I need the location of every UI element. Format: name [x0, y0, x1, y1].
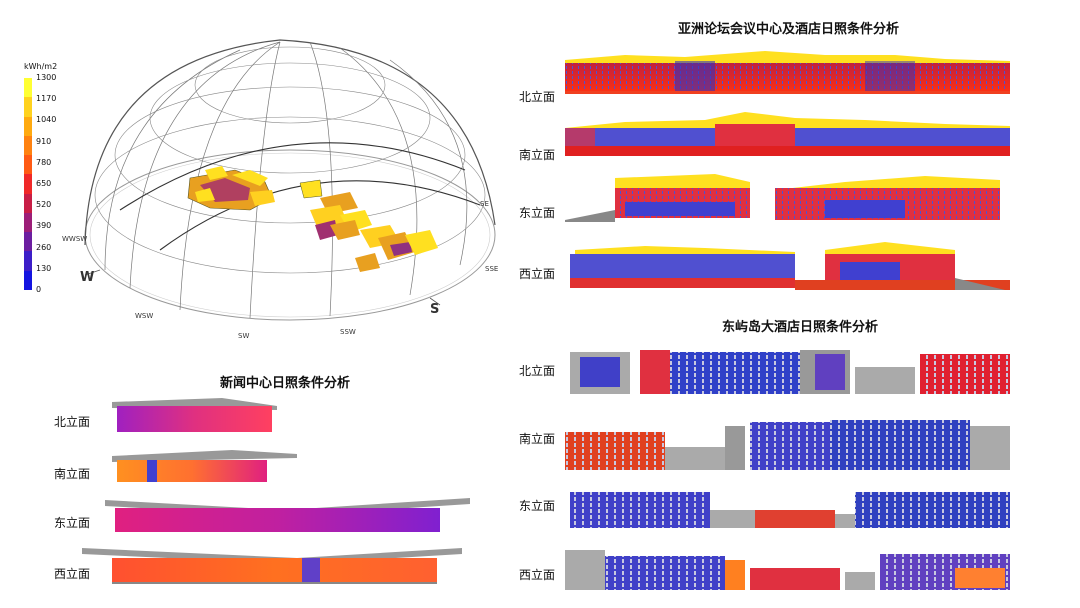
sky-dome-svg [84, 39, 496, 321]
legend-tick-label: 0 [36, 285, 42, 294]
compass-s: S [430, 302, 440, 317]
dongyu-west-elevation [565, 546, 1015, 590]
sun-dome-diagram: W S WWSW WSW SW SSW SSE SE [10, 20, 510, 340]
legend-tick-label: 910 [36, 136, 52, 146]
dongyu-south-elevation [565, 412, 1015, 470]
legend-tick-label: 1040 [36, 115, 57, 125]
news-east-label: 东立面 [54, 516, 91, 530]
dongyu-west-label: 西立面 [519, 568, 556, 582]
dongyu-north-elevation [565, 342, 1015, 397]
news-south-elevation [112, 450, 302, 484]
news-south-label: 南立面 [54, 467, 91, 481]
dongyu-title: 东屿岛大酒店日照条件分析 [722, 320, 879, 335]
legend-tick-label: 520 [36, 200, 52, 210]
compass-ssw: SSW [340, 328, 356, 336]
legend-tick-label: 130 [36, 263, 52, 273]
legend-swatch [24, 212, 32, 233]
asia-east-elevation [565, 170, 1010, 225]
news-title: 新闻中心日照条件分析 [220, 376, 351, 391]
news-north-elevation [112, 398, 282, 434]
compass-sw: SW [238, 332, 250, 340]
legend-swatch [24, 232, 32, 252]
legend-tick-label: 390 [36, 221, 52, 231]
legend-tick-label: 1300 [36, 73, 57, 82]
legend-swatch [24, 135, 32, 156]
asia-west-label: 西立面 [519, 267, 556, 281]
compass-wsw: WSW [135, 312, 154, 320]
asia-south-elevation [565, 108, 1010, 158]
compass-se: SE [480, 200, 489, 208]
legend-color-bar [24, 78, 32, 290]
dongyu-south-label: 南立面 [519, 432, 556, 446]
legend-tick-label: 650 [36, 179, 52, 188]
legend-unit: kWh/m2 [24, 62, 58, 71]
dongyu-east-elevation [565, 490, 1015, 530]
dongyu-east-label: 东立面 [519, 499, 556, 513]
legend-swatch [24, 270, 32, 290]
news-west-label: 西立面 [54, 567, 91, 581]
compass-w: W [80, 270, 95, 285]
building-cluster-conference [187, 166, 275, 211]
asia-west-elevation [565, 238, 1010, 293]
legend-swatch [24, 78, 32, 98]
legend-swatch [24, 97, 32, 117]
legend-tick-label: 260 [36, 242, 52, 252]
asia-north-elevation [565, 45, 1010, 95]
legend-swatch [24, 174, 32, 194]
legend-swatch [24, 116, 32, 136]
compass-wsw-small: WWSW [62, 235, 88, 243]
dongyu-north-label: 北立面 [519, 364, 556, 378]
building-cluster-hotel [299, 179, 438, 272]
news-north-label: 北立面 [54, 415, 91, 429]
legend-swatch [24, 251, 32, 271]
legend-tick-label: 1170 [36, 94, 57, 104]
asia-north-label: 北立面 [519, 90, 556, 104]
legend-tick-label: 780 [36, 157, 52, 167]
asia-east-label: 东立面 [519, 206, 556, 220]
legend-swatch [24, 193, 32, 213]
news-west-elevation [82, 546, 467, 586]
asia-forum-title: 亚洲论坛会议中心及酒店日照条件分析 [678, 22, 900, 37]
compass-sse: SSE [485, 265, 499, 273]
asia-south-label: 南立面 [519, 148, 556, 162]
legend-swatch [24, 155, 32, 175]
news-east-elevation [105, 496, 475, 534]
